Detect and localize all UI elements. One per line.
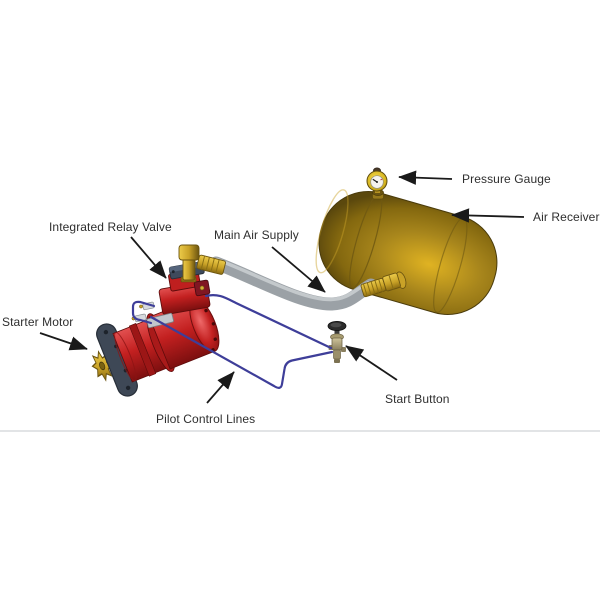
pilot-line-loop xyxy=(131,300,156,325)
integrated-relay-valve-label: Integrated Relay Valve xyxy=(49,220,172,234)
gauge-pivot xyxy=(376,181,378,183)
pressure-gauge-label: Pressure Gauge xyxy=(462,172,551,186)
starter-motor-arrow xyxy=(39,332,88,351)
pressure-gauge-graphic xyxy=(366,167,388,193)
pilot-line-upper xyxy=(204,294,333,350)
button-stem xyxy=(334,329,340,336)
button-valve-body xyxy=(331,337,343,351)
main-air-supply-arrow xyxy=(271,246,326,293)
pilot-control-lines-label: Pilot Control Lines xyxy=(156,412,256,426)
start-button-label: Start Button xyxy=(385,392,450,406)
brass-elbow-fitting xyxy=(178,244,226,283)
starter-motor-label: Starter Motor xyxy=(2,315,74,329)
main-air-supply-hose xyxy=(209,256,378,311)
start-button-arrow xyxy=(345,345,398,381)
elbow-block xyxy=(178,244,200,261)
valve-nameplate xyxy=(146,312,174,329)
gauge-red-mark xyxy=(380,178,383,181)
hose-highlight xyxy=(215,257,370,302)
tank-hose-fitting xyxy=(360,271,407,298)
hose-tube xyxy=(209,256,378,311)
pilot-control-lines-arrow xyxy=(206,371,235,404)
hose-adapter-nut xyxy=(196,254,226,275)
integrated-relay-valve-arrow xyxy=(130,236,167,279)
pilot-control-lines-graphic xyxy=(131,294,334,389)
start-button-graphic xyxy=(327,321,347,363)
pressure-gauge-arrow xyxy=(398,170,453,185)
pinion-gear-icon xyxy=(91,350,113,382)
air-receiver-arrow xyxy=(451,208,525,223)
callout-arrows xyxy=(39,170,525,404)
main-air-supply-label: Main Air Supply xyxy=(214,228,299,242)
air-receiver-label: Air Receiver xyxy=(533,210,600,224)
tank-endcap-highlight xyxy=(315,189,349,274)
pilot-line-lower xyxy=(149,315,334,389)
